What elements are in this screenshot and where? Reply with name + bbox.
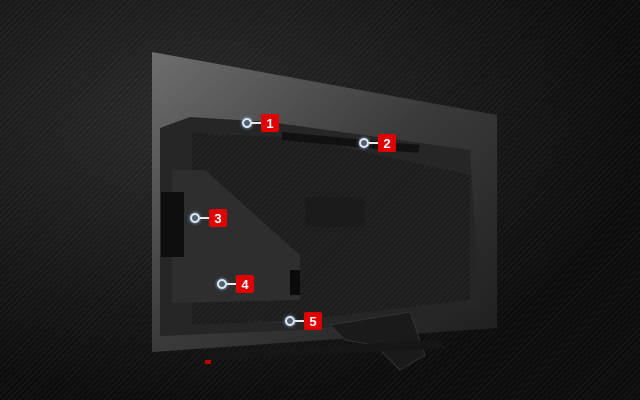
hotspot-dot-icon xyxy=(242,118,252,128)
side-slot xyxy=(161,192,184,257)
hotspot-badge[interactable]: 3 xyxy=(209,209,227,227)
side-panel xyxy=(172,170,300,303)
hotspot-1[interactable]: 1 xyxy=(242,114,279,132)
hotspot-badge[interactable]: 2 xyxy=(378,134,396,152)
hotspot-dot-icon xyxy=(190,213,200,223)
hotspot-badge[interactable]: 4 xyxy=(236,275,254,293)
stand-base xyxy=(205,340,445,360)
hotspot-4[interactable]: 4 xyxy=(217,275,254,293)
stand xyxy=(328,311,426,371)
hotspot-dot-icon xyxy=(217,279,227,289)
hotspot-connector xyxy=(227,283,236,285)
hotspot-3[interactable]: 3 xyxy=(190,209,227,227)
hotspot-connector xyxy=(252,122,261,124)
hotspot-5[interactable]: 5 xyxy=(285,312,322,330)
hotspot-dot-icon xyxy=(285,316,295,326)
hotspot-connector xyxy=(200,217,209,219)
hotspot-badge[interactable]: 1 xyxy=(261,114,279,132)
hotspot-dot-icon xyxy=(359,138,369,148)
hotspot-2[interactable]: 2 xyxy=(359,134,396,152)
hotspot-connector xyxy=(295,320,304,322)
vent-grid xyxy=(305,197,365,227)
port-opening xyxy=(290,270,300,295)
hotspot-badge[interactable]: 5 xyxy=(304,312,322,330)
hotspot-connector xyxy=(369,142,378,144)
